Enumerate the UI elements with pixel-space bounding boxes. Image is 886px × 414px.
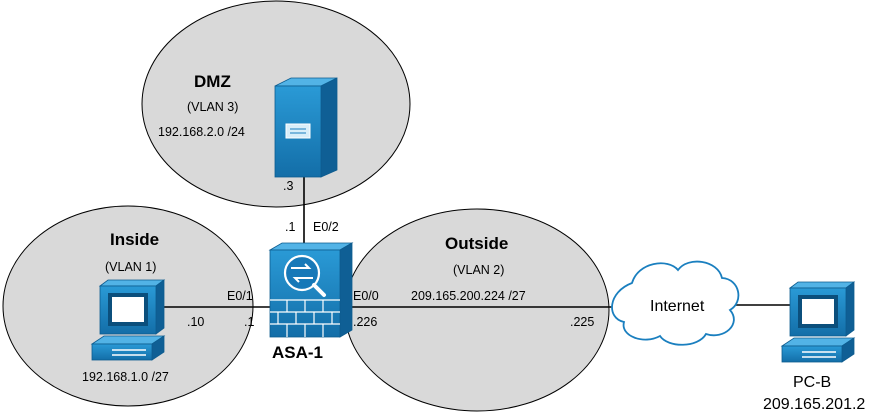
server-icon[interactable] — [274, 77, 338, 178]
pc-b-name: PC-B — [793, 374, 831, 391]
dmz-vlan: (VLAN 3) — [187, 100, 238, 114]
asa-inside-interface: E0/1 — [227, 289, 253, 303]
outside-router-address: .225 — [570, 315, 594, 329]
asa-firewall-icon[interactable] — [268, 242, 354, 338]
asa-dmz-address: .1 — [285, 220, 295, 234]
outside-vlan: (VLAN 2) — [453, 263, 504, 277]
dmz-server-address: .3 — [283, 179, 293, 193]
outside-subnet: 209.165.200.224 /27 — [411, 289, 526, 303]
pc-b-address: 209.165.201.2 — [763, 396, 865, 413]
inside-subnet: 192.168.1.0 /27 — [82, 370, 169, 384]
asa-outside-address: .226 — [353, 315, 377, 329]
inside-pc-icon[interactable] — [90, 279, 166, 361]
internet-label: Internet — [650, 298, 705, 315]
inside-title: Inside — [110, 230, 159, 249]
internet-cloud-icon[interactable] — [611, 260, 740, 346]
dmz-title: DMZ — [194, 72, 231, 91]
inside-pc-address: .10 — [187, 315, 204, 329]
asa-inside-address: .1 — [244, 315, 254, 329]
asa-dmz-interface: E0/2 — [313, 220, 339, 234]
inside-vlan: (VLAN 1) — [105, 260, 156, 274]
dmz-subnet: 192.168.2.0 /24 — [158, 125, 245, 139]
outside-title: Outside — [445, 234, 508, 253]
asa-name: ASA-1 — [272, 343, 323, 362]
pc-b-icon[interactable] — [780, 281, 856, 363]
asa-outside-interface: E0/0 — [353, 289, 379, 303]
